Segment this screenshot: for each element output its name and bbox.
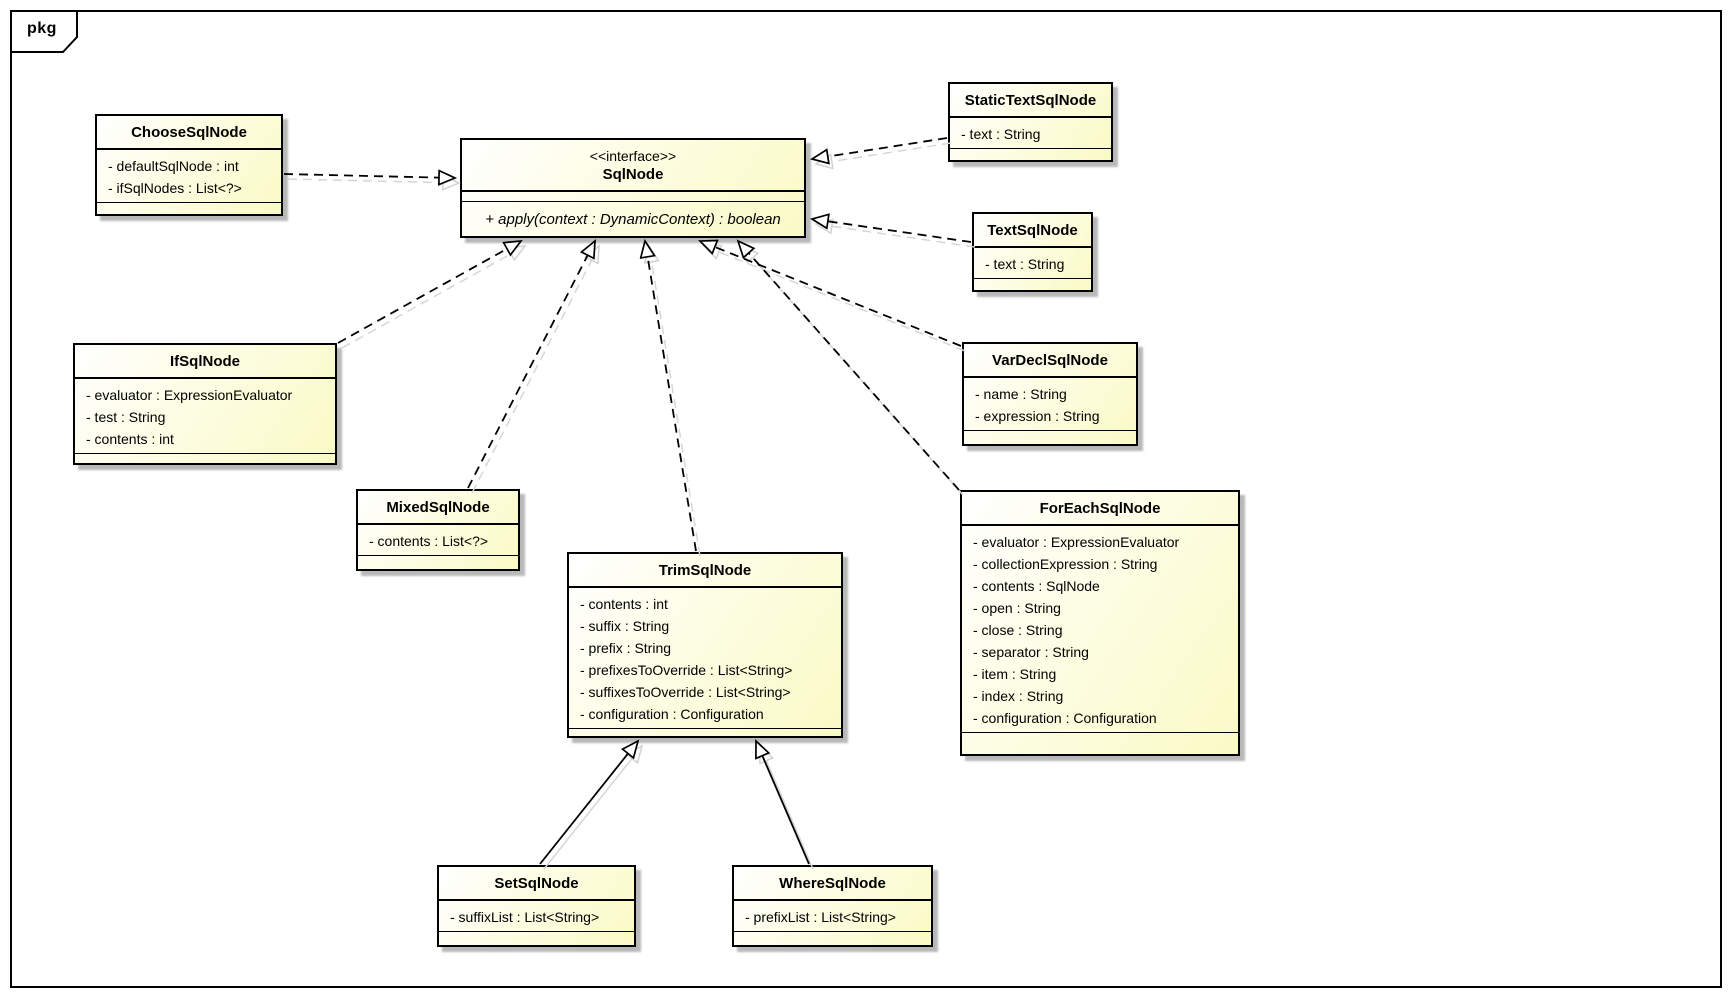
attribute-line: - prefixList : List<String> [745,909,896,925]
attribute-line: - contents : SqlNode [973,578,1100,594]
methods-compartment [569,728,841,737]
attributes-compartment: - text : String [974,248,1091,278]
attributes-compartment: - suffixList : List<String> [439,901,634,931]
class-box-choosesqlnode[interactable]: ChooseSqlNode - defaultSqlNode : int - if… [95,114,283,216]
attribute-line: - evaluator : ExpressionEvaluator [86,387,293,403]
attribute-line: - configuration : Configuration [973,710,1157,726]
attributes-compartment: - evaluator : ExpressionEvaluator - test … [75,379,335,453]
methods-compartment [974,278,1091,290]
attribute-line: - suffixList : List<String> [450,909,600,925]
attribute-line: - text : String [985,256,1065,272]
attribute-line: - expression : String [975,408,1100,424]
class-name: ChooseSqlNode [97,116,281,150]
methods-compartment [962,732,1238,754]
attribute-line: - text : String [961,126,1041,142]
class-name: TextSqlNode [974,214,1091,248]
methods-compartment [964,430,1136,444]
method-line: + apply(context : DynamicContext) : bool… [485,210,781,228]
interface-header: <<interface>> SqlNode [462,140,804,192]
attribute-line: - contents : int [580,596,668,612]
class-name: IfSqlNode [75,345,335,379]
package-tab: pkg [10,10,84,58]
class-box-vardeclsqlnode[interactable]: VarDeclSqlNode - name : String - expressi… [962,342,1138,446]
stereotype-label: <<interface>> [589,148,677,164]
class-name: SetSqlNode [439,867,634,901]
attribute-line: - index : String [973,688,1064,704]
attribute-line: - defaultSqlNode : int [108,158,239,174]
class-name: SqlNode [602,166,664,183]
class-name: StaticTextSqlNode [950,84,1111,118]
class-box-sqlnode[interactable]: <<interface>> SqlNode + apply(context : … [460,138,806,238]
attribute-line: - test : String [86,409,166,425]
attribute-line: - collectionExpression : String [973,556,1158,572]
attribute-line: - close : String [973,622,1063,638]
attribute-line: - configuration : Configuration [580,706,764,722]
methods-compartment [950,148,1111,160]
class-box-setsqlnode[interactable]: SetSqlNode - suffixList : List<String> [437,865,636,947]
diagram-frame [10,10,1722,988]
package-tab-label: pkg [27,20,57,37]
attribute-line: - item : String [973,666,1057,682]
attribute-line: - contents : int [86,431,174,447]
attribute-line: - evaluator : ExpressionEvaluator [973,534,1180,550]
attribute-line: - open : String [973,600,1061,616]
attributes-compartment: - defaultSqlNode : int - ifSqlNodes : Lis… [97,150,281,202]
attributes-compartment: - contents : int - suffix : String - prefi… [569,588,841,728]
class-box-ifsqlnode[interactable]: IfSqlNode - evaluator : ExpressionEvalua… [73,343,337,465]
attribute-line: - separator : String [973,644,1089,660]
class-box-trimsqlnode[interactable]: TrimSqlNode - contents : int - suffix : S… [567,552,843,738]
attribute-line: - ifSqlNodes : List<?> [108,180,242,196]
attributes-compartment: - prefixList : List<String> [734,901,931,931]
class-box-foreachsqlnode[interactable]: ForEachSqlNode - evaluator : ExpressionE… [960,490,1240,756]
package-tab-shape [10,10,78,53]
methods-compartment [97,202,281,214]
methods-compartment [75,453,335,463]
class-box-statictextsqlnode[interactable]: StaticTextSqlNode - text : String [948,82,1113,162]
methods-compartment [358,555,518,569]
attributes-compartment: - text : String [950,118,1111,148]
attributes-compartment: - evaluator : ExpressionEvaluator - colle… [962,526,1238,732]
attributes-compartment: - name : String - expression : String [964,378,1136,430]
class-box-wheresqlnode[interactable]: WhereSqlNode - prefixList : List<String> [732,865,933,947]
class-box-mixedsqlnode[interactable]: MixedSqlNode - contents : List<?> [356,489,520,571]
class-box-textsqlnode[interactable]: TextSqlNode - text : String [972,212,1093,292]
class-name: WhereSqlNode [734,867,931,901]
attributes-compartment: - contents : List<?> [358,525,518,555]
class-name: TrimSqlNode [569,554,841,588]
attribute-line: - name : String [975,386,1067,402]
attribute-line: - contents : List<?> [369,533,489,549]
attribute-line: - prefixesToOverride : List<String> [580,662,793,678]
methods-compartment [734,931,931,945]
attribute-line: - prefix : String [580,640,672,656]
class-name: MixedSqlNode [358,491,518,525]
class-name: VarDeclSqlNode [964,344,1136,378]
methods-compartment [439,931,634,945]
attributes-compartment [462,192,804,202]
methods-compartment: + apply(context : DynamicContext) : bool… [462,202,804,236]
attribute-line: - suffix : String [580,618,670,634]
class-name: ForEachSqlNode [962,492,1238,526]
attribute-line: - suffixesToOverride : List<String> [580,684,791,700]
